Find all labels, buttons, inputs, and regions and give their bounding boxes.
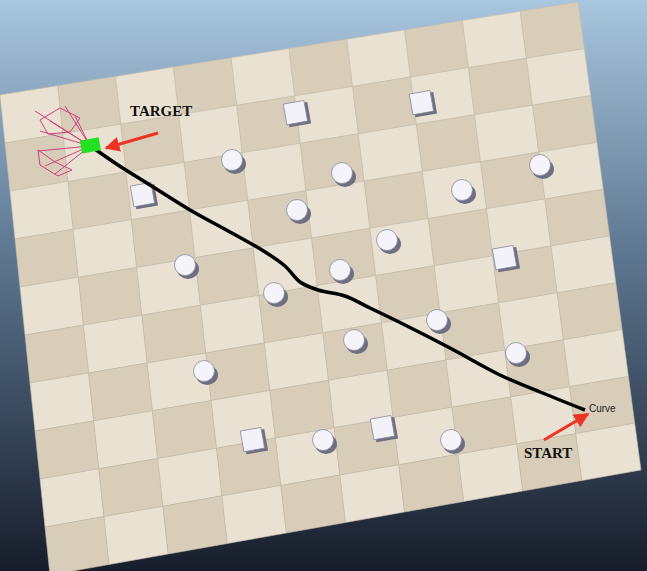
cylinder-obstacle [452, 180, 473, 201]
floor-tile [78, 267, 142, 325]
floor-tile [468, 58, 532, 114]
cylinder-obstacle [441, 430, 462, 451]
floor-tile [340, 465, 405, 523]
floor-tile [416, 115, 480, 172]
robot-body [38, 150, 72, 176]
cube-obstacle [492, 245, 516, 269]
cylinder-obstacle [287, 200, 308, 221]
floor-tile [458, 444, 523, 502]
robot-path [92, 147, 585, 410]
cube-obstacle [370, 415, 394, 439]
floor-tile [281, 475, 346, 533]
cylinder-obstacle [175, 255, 196, 276]
floor-tile [358, 124, 422, 181]
floor-tile [353, 77, 417, 134]
cube-obstacle [409, 90, 433, 114]
floor-tile [312, 228, 376, 285]
floor-tile [231, 49, 294, 106]
floor-tile [5, 134, 68, 191]
cylinder-obstacle [530, 155, 551, 176]
floor-tile [195, 248, 259, 305]
floor-tile [222, 485, 286, 543]
floor-tile [405, 21, 469, 77]
pointer-arrow [106, 133, 158, 148]
floor-tile [520, 2, 584, 58]
floor-tile [306, 181, 370, 238]
floor-tile [347, 30, 411, 87]
floor-tile [462, 11, 526, 67]
floor-tile [0, 86, 63, 143]
floor-tile [45, 517, 109, 571]
cylinder-obstacle [194, 361, 215, 382]
floor-tile [248, 191, 312, 248]
cube-obstacle [283, 100, 307, 124]
target-label: TARGET [130, 104, 192, 119]
cylinder-obstacle [427, 310, 448, 331]
start-label: START [524, 446, 572, 461]
floor-tile [399, 454, 464, 512]
curve-label: Curve [589, 404, 616, 414]
floor-tile [474, 105, 538, 162]
floor-tile [526, 49, 590, 105]
cylinder-obstacle [313, 430, 334, 451]
floor-tile [533, 96, 597, 152]
cylinder-obstacle [332, 163, 353, 184]
pointer-arrow [544, 414, 588, 440]
floor-tile [73, 220, 136, 278]
floor-tile [63, 124, 126, 181]
floor-tile [422, 162, 486, 219]
floor-tile [364, 171, 428, 228]
floor-tile [289, 39, 353, 96]
cylinder-obstacle [264, 283, 285, 304]
obstacles [130, 90, 554, 454]
floor-tile [58, 76, 121, 133]
floor-tile [242, 143, 306, 200]
cylinder-obstacle [344, 330, 365, 351]
floor-tile [517, 434, 582, 491]
floor-tile [300, 134, 364, 191]
cylinder-obstacle [377, 230, 398, 251]
floor-tile [104, 506, 168, 564]
floor-tile [576, 423, 641, 480]
floor-tile [20, 277, 83, 335]
floor-tile [10, 181, 73, 239]
cube-obstacle [240, 427, 264, 451]
cylinder-obstacle [330, 260, 351, 281]
floor-tile [15, 229, 78, 287]
target-marker [80, 137, 101, 153]
cylinder-obstacle [222, 150, 243, 171]
floor-tile [68, 172, 131, 229]
robot-body [40, 108, 80, 134]
floor-tile [121, 115, 184, 172]
floor-tile [163, 496, 227, 554]
cylinder-obstacle [506, 343, 527, 364]
